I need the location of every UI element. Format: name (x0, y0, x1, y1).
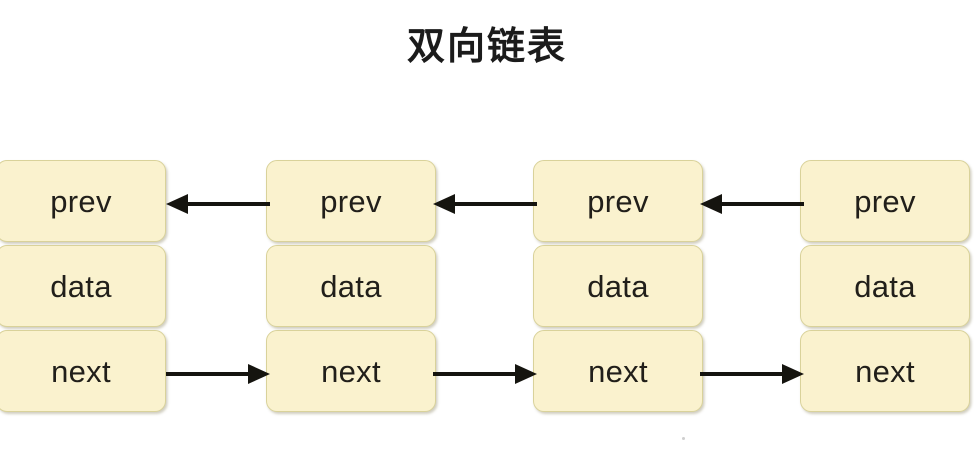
image-artifact (682, 437, 685, 440)
arrowhead (433, 194, 455, 214)
linked-list-node: prev data next (0, 160, 166, 412)
page-title: 双向链表 (406, 24, 567, 68)
node-cell-label: prev (854, 183, 916, 219)
node-cell-data: data (0, 245, 166, 327)
arrow-stem (433, 372, 520, 376)
arrowhead (166, 194, 188, 214)
arrowhead (248, 364, 270, 384)
arrow-stem (166, 372, 253, 376)
node-cell-next: next (800, 330, 970, 412)
arrow-right-icon (433, 362, 537, 386)
linked-list-node: prev data next (533, 160, 703, 412)
arrowhead (782, 364, 804, 384)
node-cell-prev: prev (800, 160, 970, 242)
node-cell-label: data (50, 268, 112, 304)
node-cell-next: next (266, 330, 436, 412)
node-cell-label: next (321, 353, 381, 389)
arrow-stem (700, 372, 787, 376)
arrow-right-icon (166, 362, 270, 386)
arrowhead (515, 364, 537, 384)
node-cell-label: prev (587, 183, 649, 219)
node-cell-label: next (588, 353, 648, 389)
linked-list-node: prev data next (800, 160, 970, 412)
node-cell-prev: prev (0, 160, 166, 242)
arrow-stem (450, 202, 537, 206)
node-cell-next: next (533, 330, 703, 412)
node-cell-data: data (533, 245, 703, 327)
arrow-stem (717, 202, 804, 206)
node-cell-label: data (587, 268, 649, 304)
node-cell-label: data (320, 268, 382, 304)
node-cell-data: data (800, 245, 970, 327)
node-cell-label: prev (320, 183, 382, 219)
linked-list-node: prev data next (266, 160, 436, 412)
arrowhead (700, 194, 722, 214)
node-cell-prev: prev (533, 160, 703, 242)
node-cell-label: prev (50, 183, 112, 219)
node-cell-data: data (266, 245, 436, 327)
node-cell-label: next (855, 353, 915, 389)
node-cell-prev: prev (266, 160, 436, 242)
arrow-left-icon (433, 192, 537, 216)
arrow-right-icon (700, 362, 804, 386)
arrow-left-icon (166, 192, 270, 216)
arrow-left-icon (700, 192, 804, 216)
arrow-stem (183, 202, 270, 206)
node-cell-next: next (0, 330, 166, 412)
node-cell-label: data (854, 268, 916, 304)
node-cell-label: next (51, 353, 111, 389)
